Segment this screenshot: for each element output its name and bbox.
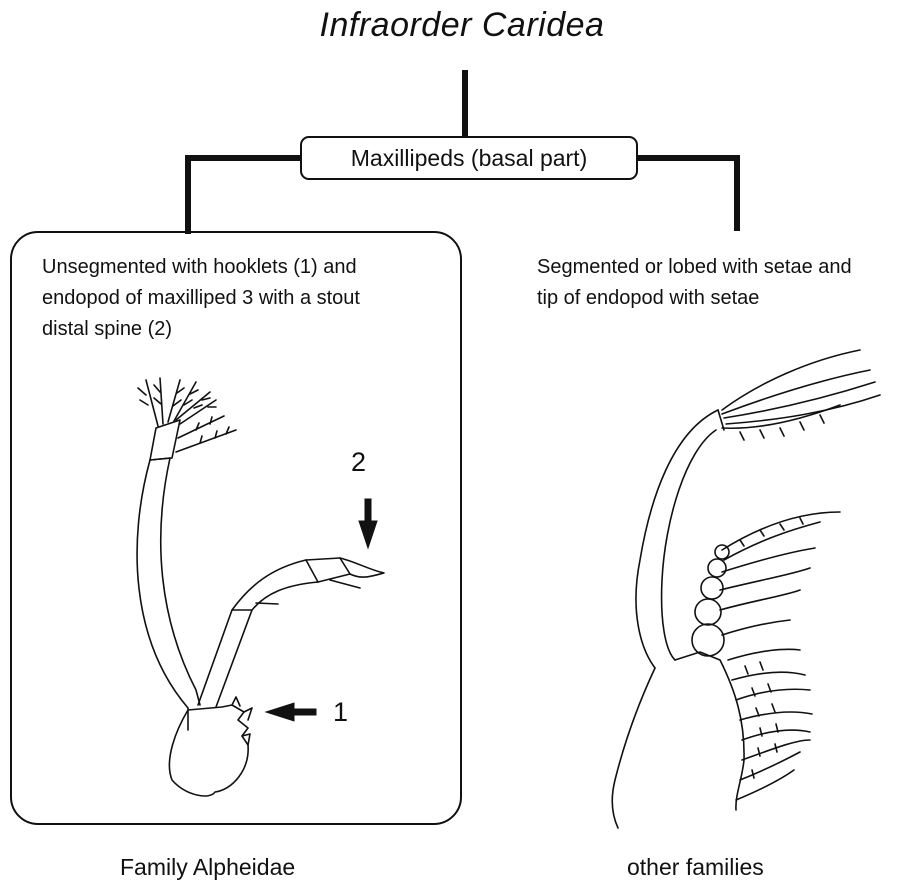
other-families-label: other families bbox=[627, 854, 764, 881]
family-alpheidae-label: Family Alpheidae bbox=[120, 854, 295, 881]
